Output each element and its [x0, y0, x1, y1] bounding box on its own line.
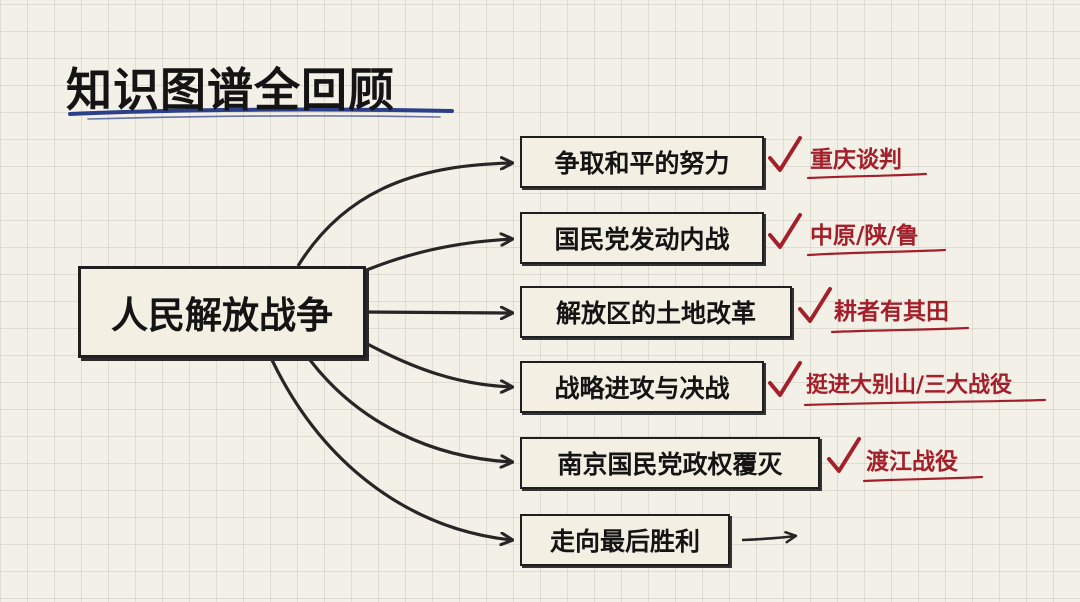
- connector-3: [365, 312, 512, 313]
- central-topic: 人民解放战争: [78, 266, 366, 358]
- branch-node: 争取和平的努力: [520, 136, 764, 188]
- arrow-right-icon: [741, 530, 798, 544]
- check-icon: [768, 136, 802, 172]
- note-underline: [806, 172, 928, 180]
- connector-5: [308, 359, 512, 462]
- check-icon: [768, 213, 802, 249]
- note-underline: [830, 326, 970, 334]
- title-underline-stroke-2: [87, 115, 441, 120]
- branch-node: 解放区的土地改革: [520, 286, 792, 338]
- branch-note: 渡江战役: [866, 449, 958, 475]
- branch-note: 中原/陕/鲁: [810, 223, 919, 249]
- branch-note: 重庆谈判: [810, 147, 902, 173]
- branch-note: 耕者有其田: [834, 299, 949, 325]
- check-icon: [798, 287, 832, 323]
- note-underline: [803, 398, 1047, 407]
- branch-node: 走向最后胜利: [520, 514, 730, 566]
- note-underline: [862, 475, 984, 483]
- connector-2: [351, 239, 512, 278]
- branch-node: 战略进攻与决战: [520, 361, 764, 413]
- branch-note: 挺进大别山/三大战役: [806, 373, 1013, 398]
- check-icon: [827, 437, 861, 473]
- branch-node: 国民党发动内战: [520, 212, 764, 264]
- page-title: 知识图谱全回顾: [66, 63, 395, 117]
- connector-4: [359, 338, 512, 387]
- check-icon: [768, 361, 802, 397]
- note-underline: [806, 248, 947, 257]
- connector-6: [270, 359, 512, 540]
- title-underline: [68, 107, 454, 116]
- connector-1: [296, 163, 512, 267]
- branch-node: 南京国民党政权覆灭: [520, 437, 820, 489]
